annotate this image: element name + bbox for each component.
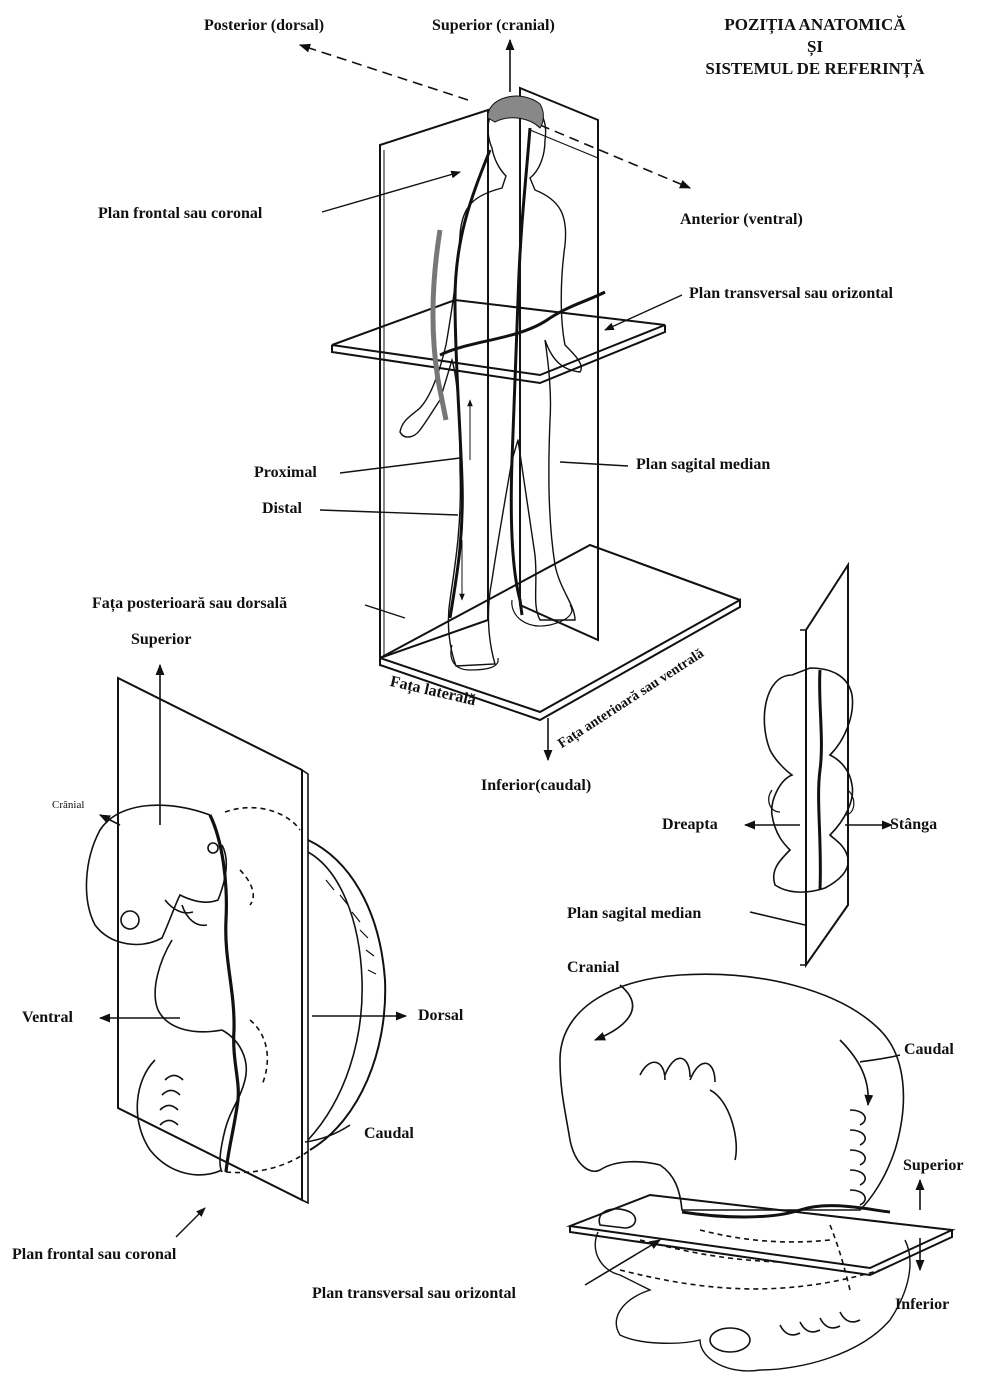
human-body xyxy=(400,100,581,666)
label-ventral: Ventral xyxy=(22,1010,73,1026)
transverse-plane xyxy=(332,300,665,383)
label-inferior-caudal: Inferior(caudal) xyxy=(481,778,591,794)
label-superior-4: Superior xyxy=(903,1158,963,1174)
label-cranial-2: Crânial xyxy=(52,800,84,811)
human-figure-group xyxy=(300,40,740,760)
label-frontal-plane: Plan frontal sau coronal xyxy=(98,206,262,222)
embryo-lateral-group xyxy=(86,665,406,1203)
transverse-plane-4 xyxy=(570,1195,952,1275)
label-right: Dreapta xyxy=(662,817,718,833)
title-line-1: POZIȚIA ANATOMICĂ xyxy=(660,14,970,36)
diagram-title: POZIȚIA ANATOMICĂ ȘI SISTEMUL DE REFERIN… xyxy=(660,14,970,80)
label-frontal-plane-2: Plan frontal sau coronal xyxy=(12,1247,176,1263)
label-sagittal-plane-3: Plan sagital median xyxy=(567,906,701,922)
label-caudal-4: Caudal xyxy=(904,1042,954,1058)
frontal-plane-2 xyxy=(118,678,302,1200)
label-anterior-ventral: Anterior (ventral) xyxy=(680,212,803,228)
label-left: Stânga xyxy=(890,817,937,833)
label-transverse-plane-4: Plan transversal sau orizontal xyxy=(312,1286,516,1302)
label-cranial-4: Cranial xyxy=(567,960,619,976)
label-superior-cranial: Superior (cranial) xyxy=(432,18,555,34)
title-line-3: SISTEMUL DE REFERINȚĂ xyxy=(660,58,970,80)
embryo-transverse-group xyxy=(560,974,952,1371)
embryo-side xyxy=(560,974,903,1210)
label-posterior-dorsal: Posterior (dorsal) xyxy=(204,18,324,34)
label-inferior-4: Inferior xyxy=(895,1297,949,1313)
label-proximal: Proximal xyxy=(254,465,317,481)
label-transverse-plane: Plan transversal sau orizontal xyxy=(689,286,893,302)
label-superior-2: Superior xyxy=(131,632,191,648)
title-line-2: ȘI xyxy=(660,36,970,58)
label-dorsal: Dorsal xyxy=(418,1008,463,1024)
sagittal-plane-3 xyxy=(806,565,848,965)
embryo-front-group xyxy=(745,565,892,965)
label-sagittal-plane: Plan sagital median xyxy=(636,457,770,473)
label-caudal-2: Caudal xyxy=(364,1126,414,1142)
embryo-front xyxy=(764,668,852,892)
label-distal: Distal xyxy=(262,501,302,517)
embryo-head xyxy=(86,805,226,944)
label-posterior-face: Fața posterioară sau dorsală xyxy=(92,596,287,612)
